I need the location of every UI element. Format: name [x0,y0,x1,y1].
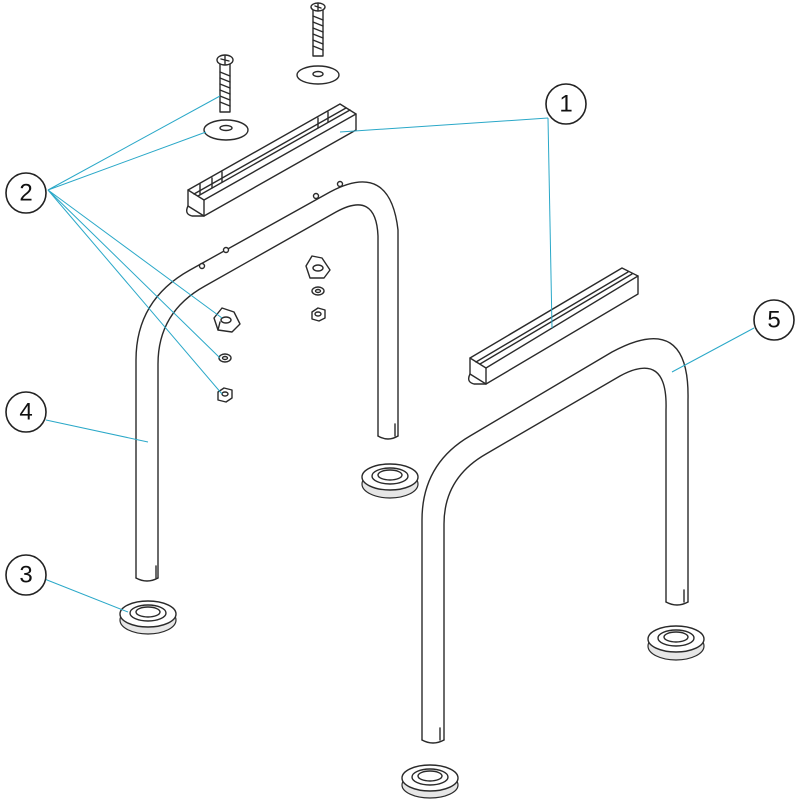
callout-label-3: 3 [19,562,32,589]
callout-5: 5 [753,299,795,341]
screw-upper [310,2,326,57]
escutcheon-left-front [119,600,177,635]
screw-left [216,54,234,113]
callout-label-1: 1 [559,91,572,118]
nut-center [311,307,326,322]
leader-lines [41,95,755,613]
callout-4: 4 [5,391,47,433]
rail-right [467,267,639,385]
callout-3: 3 [5,554,47,596]
callout-1: 1 [545,83,587,125]
rail-upper [185,103,357,217]
small-washer-left [218,353,232,363]
callout-label-4: 4 [19,399,32,426]
escutcheon-left-back [361,463,419,499]
nut-left [217,387,233,403]
escutcheon-right-front [401,764,459,799]
clamp-center [305,255,331,279]
handrail-left [135,180,399,582]
washer-upper [296,65,340,85]
handrail-right [421,337,689,744]
washer-left [203,119,249,141]
clamp-left [213,307,241,333]
callout-2: 2 [5,172,47,214]
escutcheon-right-back [647,625,705,661]
callout-label-5: 5 [767,307,780,334]
small-washer-center [311,286,325,296]
callout-label-2: 2 [19,180,32,207]
